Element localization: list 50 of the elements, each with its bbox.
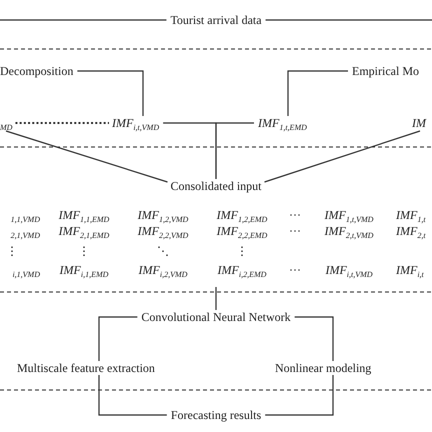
node-label: Multiscale feature extraction (17, 361, 155, 375)
matrix-entry: IMF$_{i,t,VMD}$ (325, 263, 373, 277)
matrix-entry: IMF$_{i,t}$ (396, 263, 424, 277)
matrix-entry: IMF$_{1,2,EMD}$ (216, 208, 268, 222)
node-label: MD (0, 116, 12, 130)
connector-line (265, 375, 334, 416)
ellipsis: ··· (289, 263, 301, 277)
node-label: IM (412, 116, 426, 130)
node-label: IMF$_{i,t,VMD}$ (112, 116, 160, 130)
matrix-entry: IMF$_{i,2,EMD}$ (218, 263, 266, 277)
connector-line (15, 122, 109, 124)
connector-line (264, 130, 420, 183)
connector-line (6, 130, 168, 183)
matrix-entry: i,1,VMD (12, 269, 40, 277)
matrix-entry: IMF$_{1,1,EMD}$ (58, 208, 110, 222)
matrix-entry: IMF$_{2,t}$ (396, 224, 426, 238)
node-label: Decomposition (0, 64, 74, 78)
matrix-entry: IMF$_{i,1,EMD}$ (60, 263, 108, 277)
ellipsis: ··· (289, 224, 301, 238)
connector-line (77, 70, 144, 116)
node-label: Nonlinear modeling (275, 361, 372, 375)
matrix-entry: IMF$_{2,t,VMD}$ (324, 224, 374, 238)
node-label: Empirical Mo (352, 64, 419, 78)
node-label: Convolutional Neural Network (141, 310, 291, 324)
connector-line (294, 316, 334, 361)
matrix-entry: IMF$_{i,2,VMD}$ (138, 263, 188, 277)
matrix-entry: IMF$_{1,2,VMD}$ (138, 208, 188, 222)
matrix-entry: IMF$_{2,2,EMD}$ (216, 224, 268, 238)
connector-line (287, 70, 348, 116)
connector-line (215, 122, 254, 179)
matrix-entry: IMF$_{1,t}$ (396, 208, 426, 222)
connector-line (215, 287, 217, 310)
node-label: IMF$_{1,t,EMD}$ (258, 116, 307, 130)
matrix-entry: IMF$_{2,2,VMD}$ (138, 224, 188, 238)
matrix-entry: IMF$_{1,t,VMD}$ (324, 208, 374, 222)
connector-line (98, 316, 138, 361)
ellipsis: ⋮ (236, 244, 248, 258)
node-label: Consolidated input (170, 179, 262, 193)
ellipsis: ··· (289, 208, 301, 222)
matrix-entry: 2,1,VMD (10, 230, 40, 238)
matrix-entry: 1,1,VMD (10, 214, 40, 222)
connector-line (266, 19, 432, 21)
node-label: Forecasting results (170, 408, 262, 422)
ellipsis: ⋮ (6, 244, 18, 258)
connector-line (0, 19, 166, 21)
connector-line (98, 375, 167, 416)
ellipsis: ⋮ (78, 244, 90, 258)
matrix-entry: IMF$_{2,1,EMD}$ (58, 224, 110, 238)
ellipsis: ⋱ (157, 244, 169, 258)
node-label: Tourist arrival data (170, 13, 262, 27)
